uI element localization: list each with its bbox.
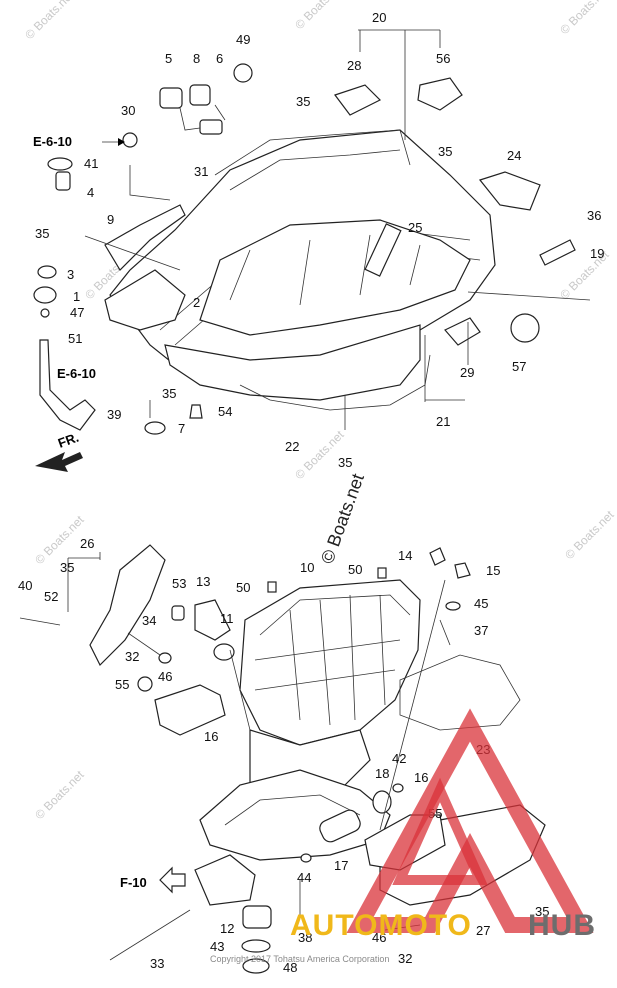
label-45: 45: [474, 596, 488, 611]
label-35-c: 35: [35, 226, 49, 241]
label-17: 17: [334, 858, 348, 873]
front-direction-arrow-icon: [35, 452, 83, 472]
watermark-small: © Boats.net: [32, 512, 87, 567]
label-37: 37: [474, 623, 488, 638]
label-4: 4: [87, 185, 94, 200]
label-36: 36: [587, 208, 601, 223]
label-22: 22: [285, 439, 299, 454]
label-35-g: 35: [535, 904, 549, 919]
label-31: 31: [194, 164, 208, 179]
watermark-small: © Boats.net: [22, 0, 77, 42]
label-7: 7: [178, 421, 185, 436]
label-6: 6: [216, 51, 223, 66]
label-13: 13: [196, 574, 210, 589]
label-40: 40: [18, 578, 32, 593]
watermark-center: © Boats.net: [317, 471, 368, 566]
logo-text-hub: HUB: [528, 909, 596, 942]
label-44: 44: [297, 870, 311, 885]
label-19: 19: [590, 246, 604, 261]
label-16-a: 16: [204, 729, 218, 744]
automotohub-logo: AUTOMOTO HUB: [290, 708, 596, 942]
logo-text-automoto: AUTOMOTO: [290, 909, 472, 942]
label-38: 38: [298, 930, 312, 945]
label-53: 53: [172, 576, 186, 591]
label-11: 11: [220, 611, 234, 626]
label-32-b: 32: [398, 951, 412, 966]
label-46-b: 46: [372, 930, 386, 945]
label-35-b: 35: [438, 144, 452, 159]
label-50-b: 50: [348, 562, 362, 577]
label-34: 34: [142, 613, 156, 628]
label-52: 52: [44, 589, 58, 604]
reference-arrows: [35, 138, 186, 894]
label-12: 12: [220, 921, 234, 936]
label-20: 20: [372, 10, 386, 25]
label-42: 42: [392, 751, 406, 766]
label-35-a: 35: [296, 94, 310, 109]
label-50-a: 50: [236, 580, 250, 595]
label-9: 9: [107, 212, 114, 227]
label-55-a: 55: [115, 677, 129, 692]
label-49: 49: [236, 32, 250, 47]
label-39: 39: [107, 407, 121, 422]
label-46-a: 46: [158, 669, 172, 684]
arrow-head-icon: [118, 138, 125, 146]
label-5: 5: [165, 51, 172, 66]
label-21: 21: [436, 414, 450, 429]
label-35-e: 35: [338, 455, 352, 470]
label-28: 28: [347, 58, 361, 73]
label-16-b: 16: [414, 770, 428, 785]
label-1: 1: [73, 289, 80, 304]
watermark-small: © Boats.net: [557, 0, 612, 37]
label-30: 30: [121, 103, 135, 118]
label-56: 56: [436, 51, 450, 66]
label-27: 27: [476, 923, 490, 938]
watermark-small: © Boats.net: [292, 0, 347, 32]
bottom-cowling-drawing: [33, 29, 591, 435]
label-48: 48: [283, 960, 297, 975]
label-41: 41: [84, 156, 98, 171]
label-15: 15: [486, 563, 500, 578]
label-47: 47: [70, 305, 84, 320]
part-labels: 20 49 5 8 6 28 56 35 30 E-6-10 35 24 41 …: [18, 10, 604, 975]
label-10: 10: [300, 560, 314, 575]
ref-fr: FR.: [56, 430, 81, 451]
label-14: 14: [398, 548, 412, 563]
label-32-a: 32: [125, 649, 139, 664]
copyright-text: Copyright 2017 Tohatsu America Corporati…: [210, 954, 389, 964]
label-18: 18: [375, 766, 389, 781]
label-8: 8: [193, 51, 200, 66]
label-3: 3: [67, 267, 74, 282]
watermark-small: © Boats.net: [562, 507, 617, 562]
label-51: 51: [68, 331, 82, 346]
label-57: 57: [512, 359, 526, 374]
label-43: 43: [210, 939, 224, 954]
label-24: 24: [507, 148, 521, 163]
ref-e-6-10-top[interactable]: E-6-10: [33, 134, 72, 149]
label-2: 2: [193, 295, 200, 310]
label-29: 29: [460, 365, 474, 380]
label-54: 54: [218, 404, 232, 419]
watermark-small: © Boats.net: [32, 767, 87, 822]
label-35-f: 35: [60, 560, 74, 575]
label-35-d: 35: [162, 386, 176, 401]
ref-f-10[interactable]: F-10: [120, 875, 147, 890]
label-25: 25: [408, 220, 422, 235]
label-33: 33: [150, 956, 164, 971]
label-26: 26: [80, 536, 94, 551]
ref-e-6-10-mid[interactable]: E-6-10: [57, 366, 96, 381]
f10-arrow-icon: [159, 866, 186, 894]
